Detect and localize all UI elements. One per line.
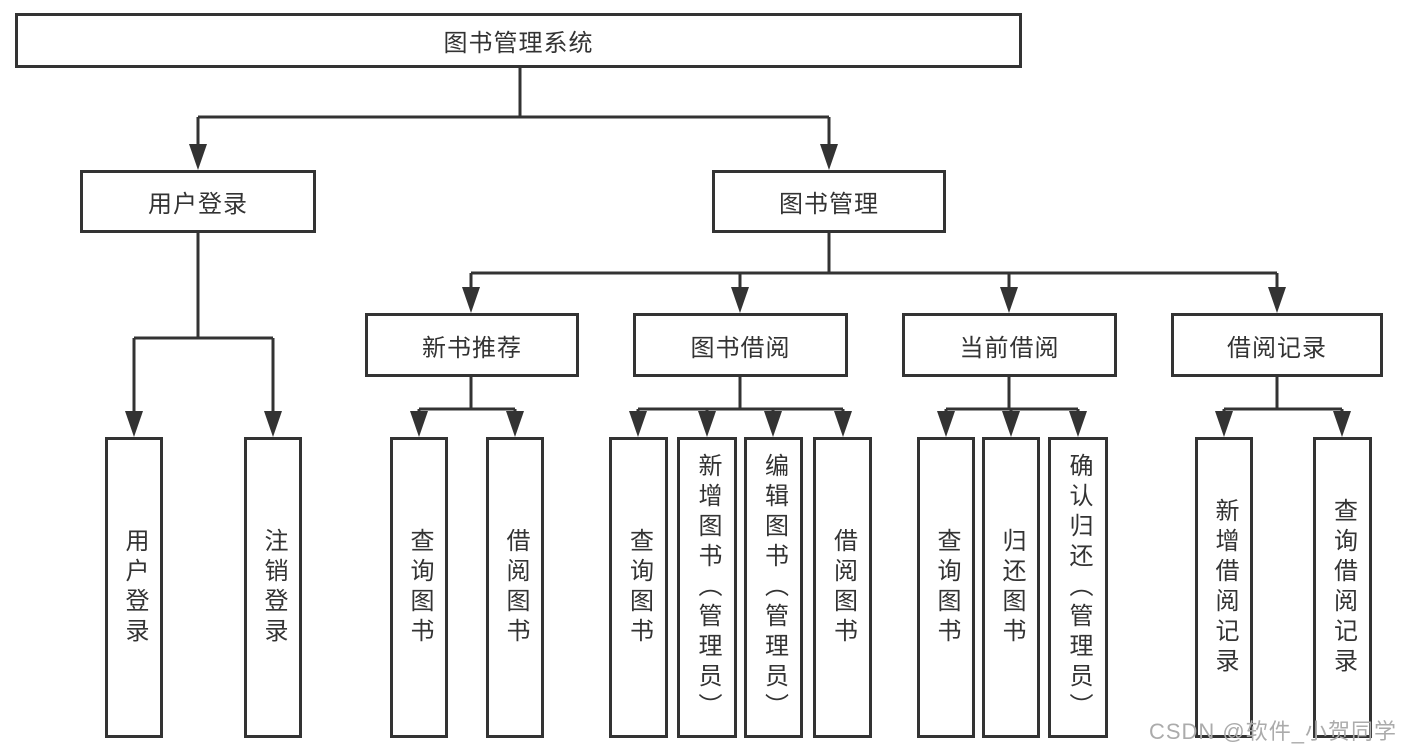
node-current-borrow: 当前借阅 [902,313,1117,377]
arrowhead [629,411,647,437]
connector-line [196,68,831,146]
node-book-borrow: 图书借阅 [633,313,848,377]
arrowhead [1333,411,1351,437]
leaf-add-book-admin: 新增图书（管理员） [677,437,737,738]
connector-login-branch [125,233,282,437]
connector-line [944,377,1080,413]
leaf-query-borrow-record: 查询借阅记录 [1313,437,1372,738]
connector-newbook-branch [410,377,524,437]
connector-borrow-branch [629,377,852,437]
arrowhead [462,287,480,313]
connector-root-branch [189,68,838,170]
node-borrow-records: 借阅记录 [1171,313,1383,377]
arrowhead [1002,411,1020,437]
arrowhead [698,411,716,437]
node-new-book-recommend: 新书推荐 [365,313,579,377]
arrowhead [1268,287,1286,313]
arrowhead [937,411,955,437]
connector-mgmt-branch [462,233,1286,313]
connector-line [469,233,1279,289]
arrowhead [731,287,749,313]
arrowhead [1000,287,1018,313]
connector-records-branch [1215,377,1351,437]
arrowhead [410,411,428,437]
arrowhead [820,144,838,170]
arrowhead [264,411,282,437]
node-book-management: 图书管理 [712,170,946,233]
arrowhead [764,411,782,437]
connector-line [132,233,275,413]
leaf-return-book: 归还图书 [982,437,1040,738]
leaf-query-books-2: 查询图书 [609,437,668,738]
leaf-logout: 注销登录 [244,437,302,738]
arrowhead [1215,411,1233,437]
connector-line [636,377,845,413]
leaf-borrow-books-2: 借阅图书 [813,437,872,738]
arrowhead [506,411,524,437]
leaf-user-login: 用户登录 [105,437,163,738]
leaf-query-books-3: 查询图书 [917,437,975,738]
arrowhead [125,411,143,437]
leaf-add-borrow-record: 新增借阅记录 [1195,437,1253,738]
leaf-edit-book-admin: 编辑图书（管理员） [744,437,803,738]
csdn-watermark: CSDN @软件_小贺同学 [1148,719,1397,744]
connector-current-branch [937,377,1087,437]
arrowhead [834,411,852,437]
leaf-confirm-return-admin: 确认归还（管理员） [1048,437,1108,738]
leaf-query-books: 查询图书 [390,437,448,738]
arrowhead [189,144,207,170]
connector-line [1222,377,1344,413]
node-user-login: 用户登录 [80,170,316,233]
leaf-borrow-books: 借阅图书 [486,437,544,738]
node-library-system: 图书管理系统 [15,13,1022,68]
arrowhead [1069,411,1087,437]
connector-line [417,377,517,413]
